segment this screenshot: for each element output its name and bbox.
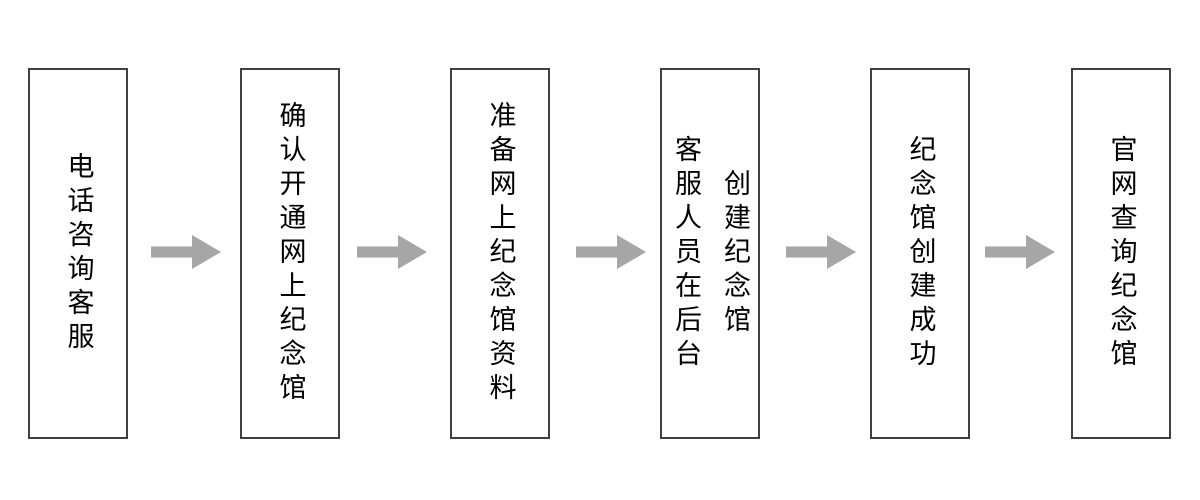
flow-step-confirm-open: 确认开通网上纪念馆 — [240, 68, 340, 439]
flow-step-staff-create: 客服人员在后台 创建纪念馆 — [660, 68, 760, 439]
arrow-right-shape — [151, 235, 221, 269]
flow-step-create-success: 纪念馆创建成功 — [870, 68, 970, 439]
arrow-right-shape — [786, 235, 856, 269]
flow-step-label: 确认开通网上纪念馆 — [275, 100, 306, 407]
flow-step-query-website: 官网查询纪念馆 — [1071, 68, 1171, 439]
arrow-right-shape — [985, 235, 1055, 269]
arrow-right-shape — [357, 235, 427, 269]
arrow-right-icon — [151, 235, 221, 269]
flow-step-label: 纪念馆创建成功 — [905, 134, 936, 373]
arrow-right-icon — [985, 235, 1055, 269]
arrow-right-icon — [357, 235, 427, 269]
flow-step-phone-consult: 电话咨询客服 — [28, 68, 128, 439]
flow-step-label: 电话咨询客服 — [63, 151, 94, 356]
arrow-right-shape — [576, 235, 646, 269]
flow-step-label-line-1: 客服人员在后台 — [671, 134, 701, 373]
flow-step-label: 官网查询纪念馆 — [1106, 134, 1137, 373]
arrow-right-icon — [786, 235, 856, 269]
flow-step-prepare-materials: 准备网上纪念馆资料 — [450, 68, 550, 439]
flow-step-label: 准备网上纪念馆资料 — [485, 100, 516, 407]
flow-step-label-line-2: 创建纪念馆 — [720, 168, 750, 339]
arrow-right-icon — [576, 235, 646, 269]
